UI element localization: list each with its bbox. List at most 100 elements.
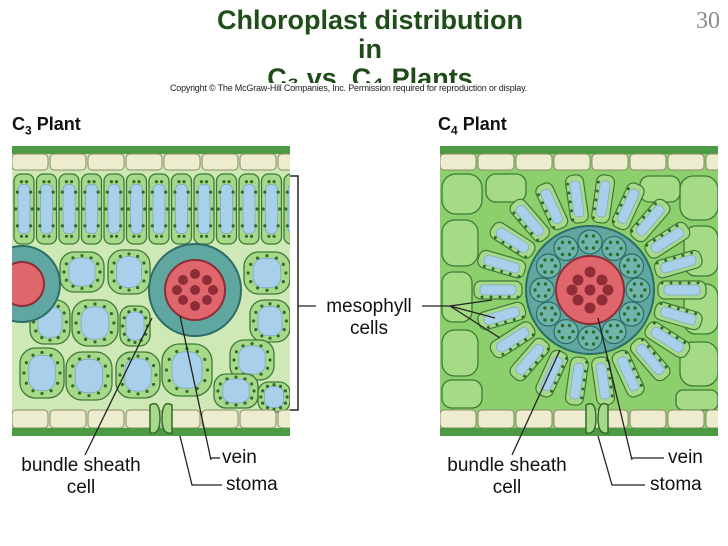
chloroplast [114,234,119,238]
chloroplast [659,302,663,306]
chloroplast [29,224,33,228]
chloroplast [209,224,213,228]
spongy-cell [161,343,213,397]
chloroplast [633,318,637,322]
title-line-1: Chloroplast distribution [217,5,523,35]
chloroplast [581,387,585,391]
c4-bundle-sheath-line-2: cell [492,477,522,498]
chloroplast [104,207,108,211]
chloroplast [69,180,74,184]
chloroplast [98,270,102,274]
chloroplast [581,336,585,340]
chloroplast [276,334,280,338]
chloroplast [489,295,493,299]
chloroplast [71,364,75,368]
vein-cell [202,275,212,285]
chloroplast [118,286,122,290]
epidermal-cell [705,153,718,171]
chloroplast [195,224,199,228]
chloroplast [289,181,290,183]
chloroplast [120,363,124,368]
vacuole [197,184,211,234]
chloroplast [676,307,680,311]
vacuole [495,227,530,254]
chloroplast [92,180,96,184]
chloroplast [51,224,55,228]
vacuole [220,184,233,234]
chloroplast [571,329,575,334]
chloroplast [533,288,537,292]
epidermal-cell [477,153,515,171]
chloroplast [544,209,548,213]
chloroplast [493,235,497,239]
palisade-cell [170,173,193,245]
chloroplast [540,354,544,358]
chloroplast [580,396,584,400]
vein-cell [190,269,200,279]
chloroplast [512,318,516,322]
chloroplast [274,286,279,290]
chloroplast [93,340,97,344]
c3-upper-cuticle [12,146,290,154]
chloroplast [234,375,238,379]
chloroplast [531,333,535,337]
c3-title-letter: C [12,114,25,134]
chloroplast [584,342,589,346]
vacuole [515,343,545,376]
chloroplast [218,190,222,194]
chloroplast [260,334,264,338]
chloroplast [591,216,595,220]
epidermal-cell [705,409,718,429]
c3-vein-label: vein [222,447,257,468]
chloroplast [628,359,632,363]
radial-mesophyll-cell [591,356,616,406]
radial-mesophyll-cell [644,321,691,359]
chloroplast [227,234,231,238]
chloroplast [56,336,60,340]
chloroplast [268,336,272,340]
chloroplast [112,279,116,283]
vein-cell [178,295,188,305]
chloroplast [225,377,229,381]
vein-cell [596,274,608,286]
chloroplast [145,357,149,361]
chloroplast [209,190,213,194]
palisade-cell [215,173,238,245]
chloroplast [164,190,168,194]
vacuole [28,355,56,391]
vacuole [175,184,188,234]
epidermal-cell [477,409,515,429]
outer-mesophyll-cell [441,219,479,267]
vacuole [540,356,563,392]
vein-cell [584,302,596,314]
palisade-cell [260,173,283,245]
chloroplast [660,233,664,237]
chloroplast [96,391,101,395]
chloroplast [150,190,154,194]
chloroplast [553,312,558,316]
chloroplast [205,368,210,372]
chloroplast [553,381,557,385]
chloroplast [24,234,29,238]
chloroplast [585,360,589,364]
chloroplast [259,372,263,376]
chloroplast [630,229,634,233]
chloroplast [83,224,87,228]
chloroplast [619,246,623,251]
radial-mesophyll-cell [489,221,536,259]
chloroplast [250,342,254,346]
chloroplast [19,234,24,238]
chloroplast [249,280,253,284]
chloroplast [81,207,85,211]
chloroplast [216,207,220,211]
chloroplast [539,264,544,268]
chloroplast [541,201,545,205]
c4-upper-epidermis [440,153,718,171]
chloroplast [136,392,140,396]
chloroplast [655,261,659,265]
chloroplast [14,207,18,211]
chloroplast [89,284,93,288]
cell-wall [441,329,479,377]
chloroplast [687,281,691,285]
chloroplast [582,378,586,382]
